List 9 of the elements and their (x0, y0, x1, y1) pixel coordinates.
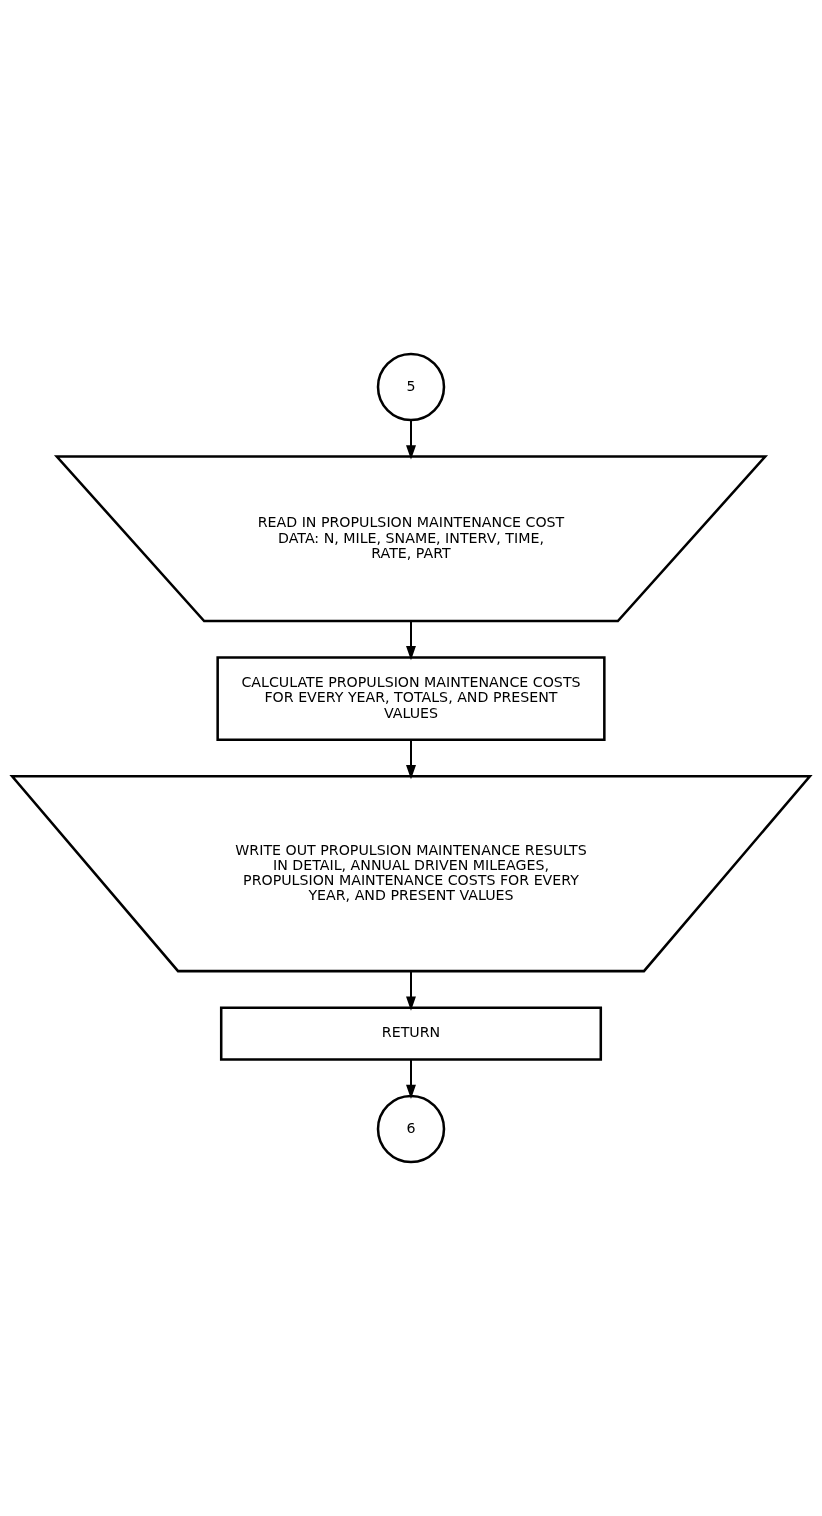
arrow (406, 739, 416, 780)
arrow (406, 420, 416, 460)
arrow (406, 971, 416, 1011)
node-box: CALCULATE PROPULSION MAINTENANCE COSTS FOR EVERY YEAR, TOTALS, AND PRESENT VALUES (216, 656, 606, 741)
arrow (406, 621, 416, 661)
node-circle: 6 (376, 1094, 446, 1164)
node-circle: 5 (376, 352, 446, 422)
arrow (406, 1059, 416, 1099)
node-box: RETURN (219, 1006, 603, 1061)
